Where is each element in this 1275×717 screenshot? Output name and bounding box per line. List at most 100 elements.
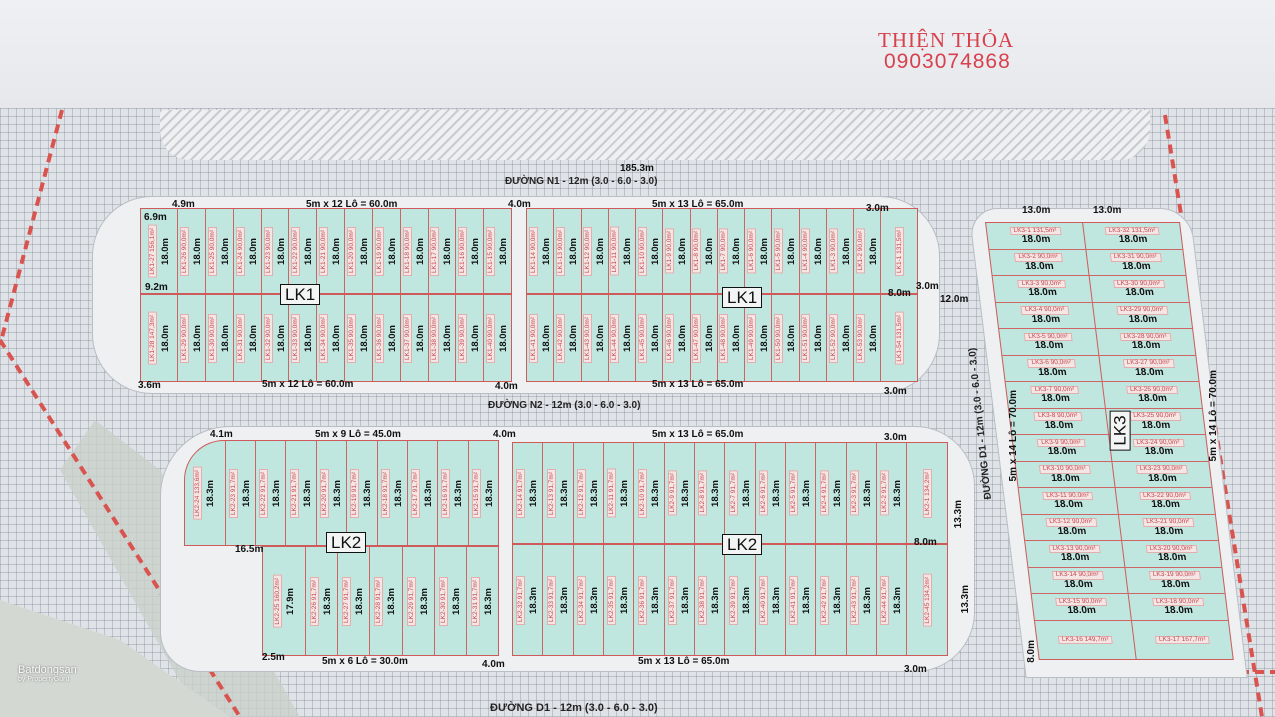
lot-label: LK1-48 90,0m²: [719, 313, 729, 363]
lot-label: LK1-33 90,0m²: [291, 313, 301, 363]
lot-depth: 18.3m: [740, 479, 752, 507]
dim: 13.3m: [960, 585, 971, 614]
lot: LK1-1 131,5m²: [881, 209, 916, 293]
lot-depth: 18.3m: [418, 587, 430, 615]
lot-depth: 18.0m: [1137, 393, 1168, 405]
lot-label: LK1-4 90,0m²: [801, 228, 811, 274]
lot-depth: 18.0m: [247, 237, 259, 265]
lot-depth: 18.0m: [414, 237, 426, 265]
lot-depth: 18.0m: [1044, 419, 1074, 431]
dim: 5m x 12 Lô = 60.0m: [262, 379, 354, 390]
lot-label: LK2-23 91,7m²: [228, 468, 238, 518]
lot-label: LK1-16 90,0m²: [458, 226, 468, 276]
dim: 4.0m: [508, 199, 531, 210]
lot-label: LK2-20 91,7m²: [319, 468, 329, 518]
lot-label: LK2-28 91,7m²: [374, 576, 384, 626]
lot-label: LK1-6 90,0m²: [746, 228, 756, 274]
dim: 8.0m: [888, 288, 911, 299]
lot-label: LK1-12 90,0m²: [583, 226, 593, 276]
lot-depth: 18.3m: [801, 479, 813, 507]
lot-depth: 18.0m: [758, 324, 770, 352]
lot-label: LK2-15 91,7m²: [471, 468, 481, 518]
lot-label: LK1-18 90,0m²: [402, 226, 412, 276]
lot-depth: 18.0m: [358, 237, 370, 265]
lot-label: LK1-45 90,0m²: [637, 313, 647, 363]
lot-depth: 18.0m: [1031, 313, 1061, 325]
lot-label: LK1-46 90,0m²: [664, 313, 674, 363]
lot-label: LK1-26 90,0m²: [180, 226, 190, 276]
lot-label: LK2-39 91,7m²: [728, 575, 738, 625]
lot-depth: 18.0m: [1147, 472, 1178, 484]
lot-depth: 18.0m: [1124, 287, 1155, 299]
lot-label: LK2-21 91,7m²: [289, 468, 299, 518]
lot-label: LK2-14 91,7m²: [516, 468, 526, 518]
agent-name: THIỆN THỎA: [878, 28, 1015, 52]
dim: 3.0m: [916, 281, 939, 292]
lot-label: LK1-32 90,0m²: [263, 313, 273, 363]
lot-depth: 18.3m: [801, 586, 813, 614]
lot-depth: 18.0m: [442, 237, 454, 265]
dim: 13.0m: [1093, 205, 1122, 216]
lot-label: LK1-15 90,0m²: [486, 226, 496, 276]
lot-depth: 18.0m: [676, 237, 688, 265]
lot-depth: 18.0m: [840, 324, 852, 352]
dim: 5m x 13 Lô = 65.0m: [638, 656, 730, 667]
lot-label: LK1-7 90,0m²: [719, 228, 729, 274]
lot-depth: 18.0m: [1024, 260, 1055, 272]
lot-label: LK2-18 91,7m²: [380, 468, 390, 518]
lot-depth: 18.3m: [450, 587, 462, 615]
lot-depth: 18.0m: [275, 237, 287, 265]
lot-depth: 18.3m: [483, 479, 495, 507]
lot-depth: 18.0m: [1037, 366, 1068, 378]
lot-label: LK2-11 91,7m²: [607, 468, 617, 518]
lot-label: LK1-29 90,0m²: [180, 313, 190, 363]
lot-label: LK1-49 90,0m²: [746, 313, 756, 363]
lot-depth: 18.0m: [540, 237, 552, 265]
lot-label: LK2-7 91,7m²: [728, 470, 738, 516]
watermark-sub: by PropertyGuru: [18, 676, 70, 683]
lot-label: LK1-9 90,0m²: [664, 228, 674, 274]
lot-depth: 18.0m: [159, 324, 171, 352]
lot-label: LK1-36 90,0m²: [374, 313, 384, 363]
dim: 4.1m: [210, 429, 233, 440]
lot-label: LK1-8 90,0m²: [692, 228, 702, 274]
lot-label: LK2-34 91,7m²: [576, 575, 586, 625]
road-n1-label: ĐƯỜNG N1 - 12m (3.0 - 6.0 - 3.0): [505, 176, 658, 187]
lot-depth: 18.3m: [831, 479, 843, 507]
lot-label: LK2-31 91,7m²: [470, 576, 480, 626]
